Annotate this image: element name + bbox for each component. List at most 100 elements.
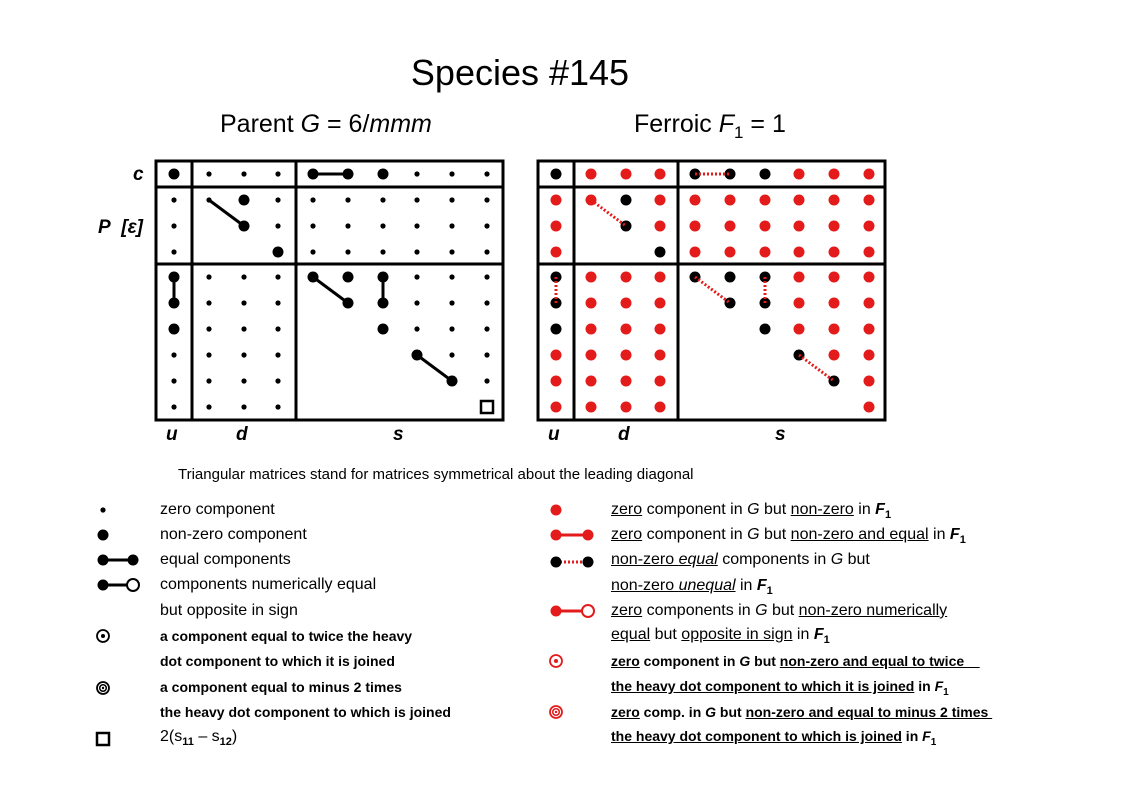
lr7-c: but bbox=[750, 653, 780, 669]
lr9-c: but bbox=[716, 704, 746, 720]
ferroic-new-nonzero-dot bbox=[654, 401, 666, 413]
legend-left-3: components numerically equal bbox=[160, 576, 377, 593]
lr2-a: zero bbox=[611, 526, 643, 543]
ferroic-new-nonzero-dot bbox=[759, 246, 771, 258]
ferroic-new-nonzero-dot bbox=[585, 349, 597, 361]
legend-red-dot-icon bbox=[550, 504, 562, 516]
lr5-c: but bbox=[767, 602, 799, 619]
lr6-d: in bbox=[792, 626, 814, 643]
lr1-d: non-zero bbox=[790, 501, 854, 518]
parent-zero-dot bbox=[414, 223, 420, 229]
lr6-c: opposite in sign bbox=[681, 626, 793, 643]
ferroic-nonzero-dot bbox=[620, 220, 632, 232]
parent-nonzero-dot bbox=[272, 246, 284, 258]
parent-zero-dot bbox=[484, 300, 490, 306]
ferroic-new-nonzero-dot bbox=[550, 194, 562, 206]
parent-nonzero-dot bbox=[168, 168, 180, 180]
parent-matrix-border bbox=[154, 159, 505, 422]
parent-zero-dot bbox=[345, 249, 351, 255]
parent-zero-dot bbox=[206, 274, 212, 280]
parent-zero-dot bbox=[484, 352, 490, 358]
parent-zero-dot bbox=[380, 223, 386, 229]
lr6-a: equal bbox=[611, 626, 651, 643]
ferroic-label: Ferroic bbox=[634, 110, 719, 138]
ferroic-nonzero-dot bbox=[620, 194, 632, 206]
lr8-a: the heavy dot component to which it is j… bbox=[611, 678, 915, 694]
parent-zero-dot bbox=[275, 352, 281, 358]
parent-group: mmm bbox=[369, 110, 432, 138]
ferroic-new-nonzero-dot bbox=[620, 349, 632, 361]
parent-zero-dot bbox=[275, 404, 281, 410]
sq-s1: 11 bbox=[182, 736, 194, 749]
legend-right-2: zero component in G but non-zero and equ… bbox=[611, 526, 966, 546]
legend-right-5: zero components in G but non-zero numeri… bbox=[611, 602, 947, 620]
col-label-d-right: d bbox=[618, 424, 630, 445]
lr2-f: F bbox=[949, 526, 960, 543]
parent-zero-dot bbox=[484, 171, 490, 177]
ferroic-new-nonzero-dot bbox=[689, 220, 701, 232]
lr3-a: non-zero bbox=[611, 551, 679, 568]
parent-zero-dot bbox=[171, 352, 177, 358]
page-title: Species #145 bbox=[410, 52, 630, 93]
col-label-s-left: s bbox=[393, 424, 404, 445]
legend-left-8: the heavy dot component to which is join… bbox=[160, 704, 451, 720]
parent-zero-dot bbox=[380, 249, 386, 255]
ferroic-unequal-link bbox=[694, 275, 731, 305]
legend-red-twice-center-icon bbox=[554, 659, 558, 663]
lr1-g: G bbox=[747, 501, 760, 518]
ferroic-new-nonzero-dot bbox=[620, 401, 632, 413]
parent-zero-dot bbox=[275, 171, 281, 177]
legend-opposite-dot-b-icon bbox=[126, 578, 140, 592]
ferroic-new-nonzero-dot bbox=[759, 220, 771, 232]
lr8-f: F bbox=[934, 678, 944, 694]
lr10-a: the heavy dot component to which is join… bbox=[611, 728, 902, 744]
lr10-b: in bbox=[901, 728, 923, 744]
lr1-s: 1 bbox=[884, 509, 892, 522]
ferroic-sub: 1 bbox=[734, 123, 744, 142]
legend-unequal-dot-b-icon bbox=[582, 556, 594, 568]
parent-zero-dot bbox=[275, 197, 281, 203]
parent-zero-dot bbox=[449, 197, 455, 203]
legend-red-opposite-dot-a-icon bbox=[550, 605, 562, 617]
parent-zero-dot bbox=[449, 249, 455, 255]
parent-equal-link bbox=[416, 353, 453, 383]
ferroic-unequal-link bbox=[798, 353, 835, 383]
ferroic-nonzero-dot bbox=[550, 323, 562, 335]
legend-left-0: zero component bbox=[160, 501, 275, 518]
ferroic-new-nonzero-dot bbox=[863, 220, 875, 232]
lr1-b: component in bbox=[642, 501, 748, 518]
ferroic-new-nonzero-dot bbox=[793, 323, 805, 335]
triangular-note: Triangular matrices stand for matrices s… bbox=[178, 466, 694, 483]
lr2-g: G bbox=[747, 526, 760, 543]
ferroic-new-nonzero-dot bbox=[863, 168, 875, 180]
legend-equal-dot-a-icon bbox=[97, 554, 109, 566]
parent-zero-dot bbox=[449, 223, 455, 229]
lr4-s: 1 bbox=[766, 585, 773, 598]
parent-zero-dot bbox=[241, 300, 247, 306]
legend-red-opposite-dot-b-icon bbox=[581, 604, 595, 618]
lr2-e: in bbox=[928, 526, 950, 543]
ferroic-new-nonzero-dot bbox=[654, 271, 666, 283]
col-label-u-left: u bbox=[166, 424, 178, 445]
lr2-s: 1 bbox=[959, 534, 966, 547]
lr2-b: component in bbox=[642, 526, 748, 543]
parent-zero-dot bbox=[484, 326, 490, 332]
legend-right-1: zero component in G but non-zero in F1 bbox=[611, 501, 891, 521]
parent-zero-dot bbox=[171, 404, 177, 410]
legend-square-icon bbox=[95, 731, 111, 747]
parent-zero-dot bbox=[380, 197, 386, 203]
ferroic-new-nonzero-dot bbox=[654, 323, 666, 335]
parent-zero-dot bbox=[206, 352, 212, 358]
ferroic-matrix-border bbox=[536, 159, 887, 422]
ferroic-new-nonzero-dot bbox=[654, 168, 666, 180]
parent-zero-dot bbox=[345, 223, 351, 229]
lr9-b: comp. in bbox=[639, 704, 706, 720]
ferroic-new-nonzero-dot bbox=[620, 271, 632, 283]
legend-red-equal-dot-a-icon bbox=[550, 529, 562, 541]
parent-zero-dot bbox=[414, 249, 420, 255]
ferroic-nonzero-dot bbox=[759, 168, 771, 180]
parent-zero-dot bbox=[484, 249, 490, 255]
ferroic-new-nonzero-dot bbox=[689, 194, 701, 206]
ferroic-new-nonzero-dot bbox=[793, 246, 805, 258]
